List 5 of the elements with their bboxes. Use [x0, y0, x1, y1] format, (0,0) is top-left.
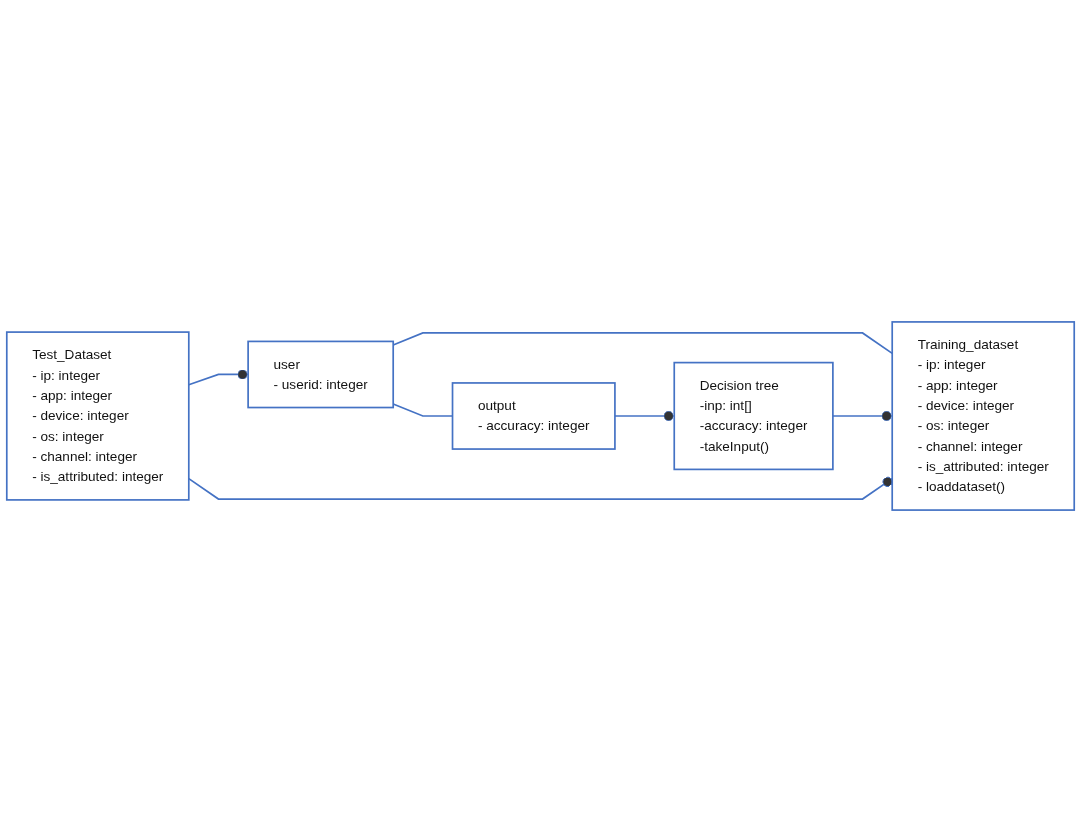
node-box: Training_dataset - ip: integer - app: integer - device: integer - os: integer - channel: integer - is_attributed: integer - loaddataset(): [891, 321, 1076, 511]
node-box: Decision tree -inp: int[] -accuracy: integer -takeInput(): [673, 361, 834, 471]
node-box: output - accuracy: integer: [451, 382, 616, 450]
node-box: Test_Dataset - ip: integer - app: integer - device: integer - os: integer - channel: integer - is_attributed: integer: [5, 331, 190, 501]
node-box: user - userid: integer: [247, 340, 395, 409]
